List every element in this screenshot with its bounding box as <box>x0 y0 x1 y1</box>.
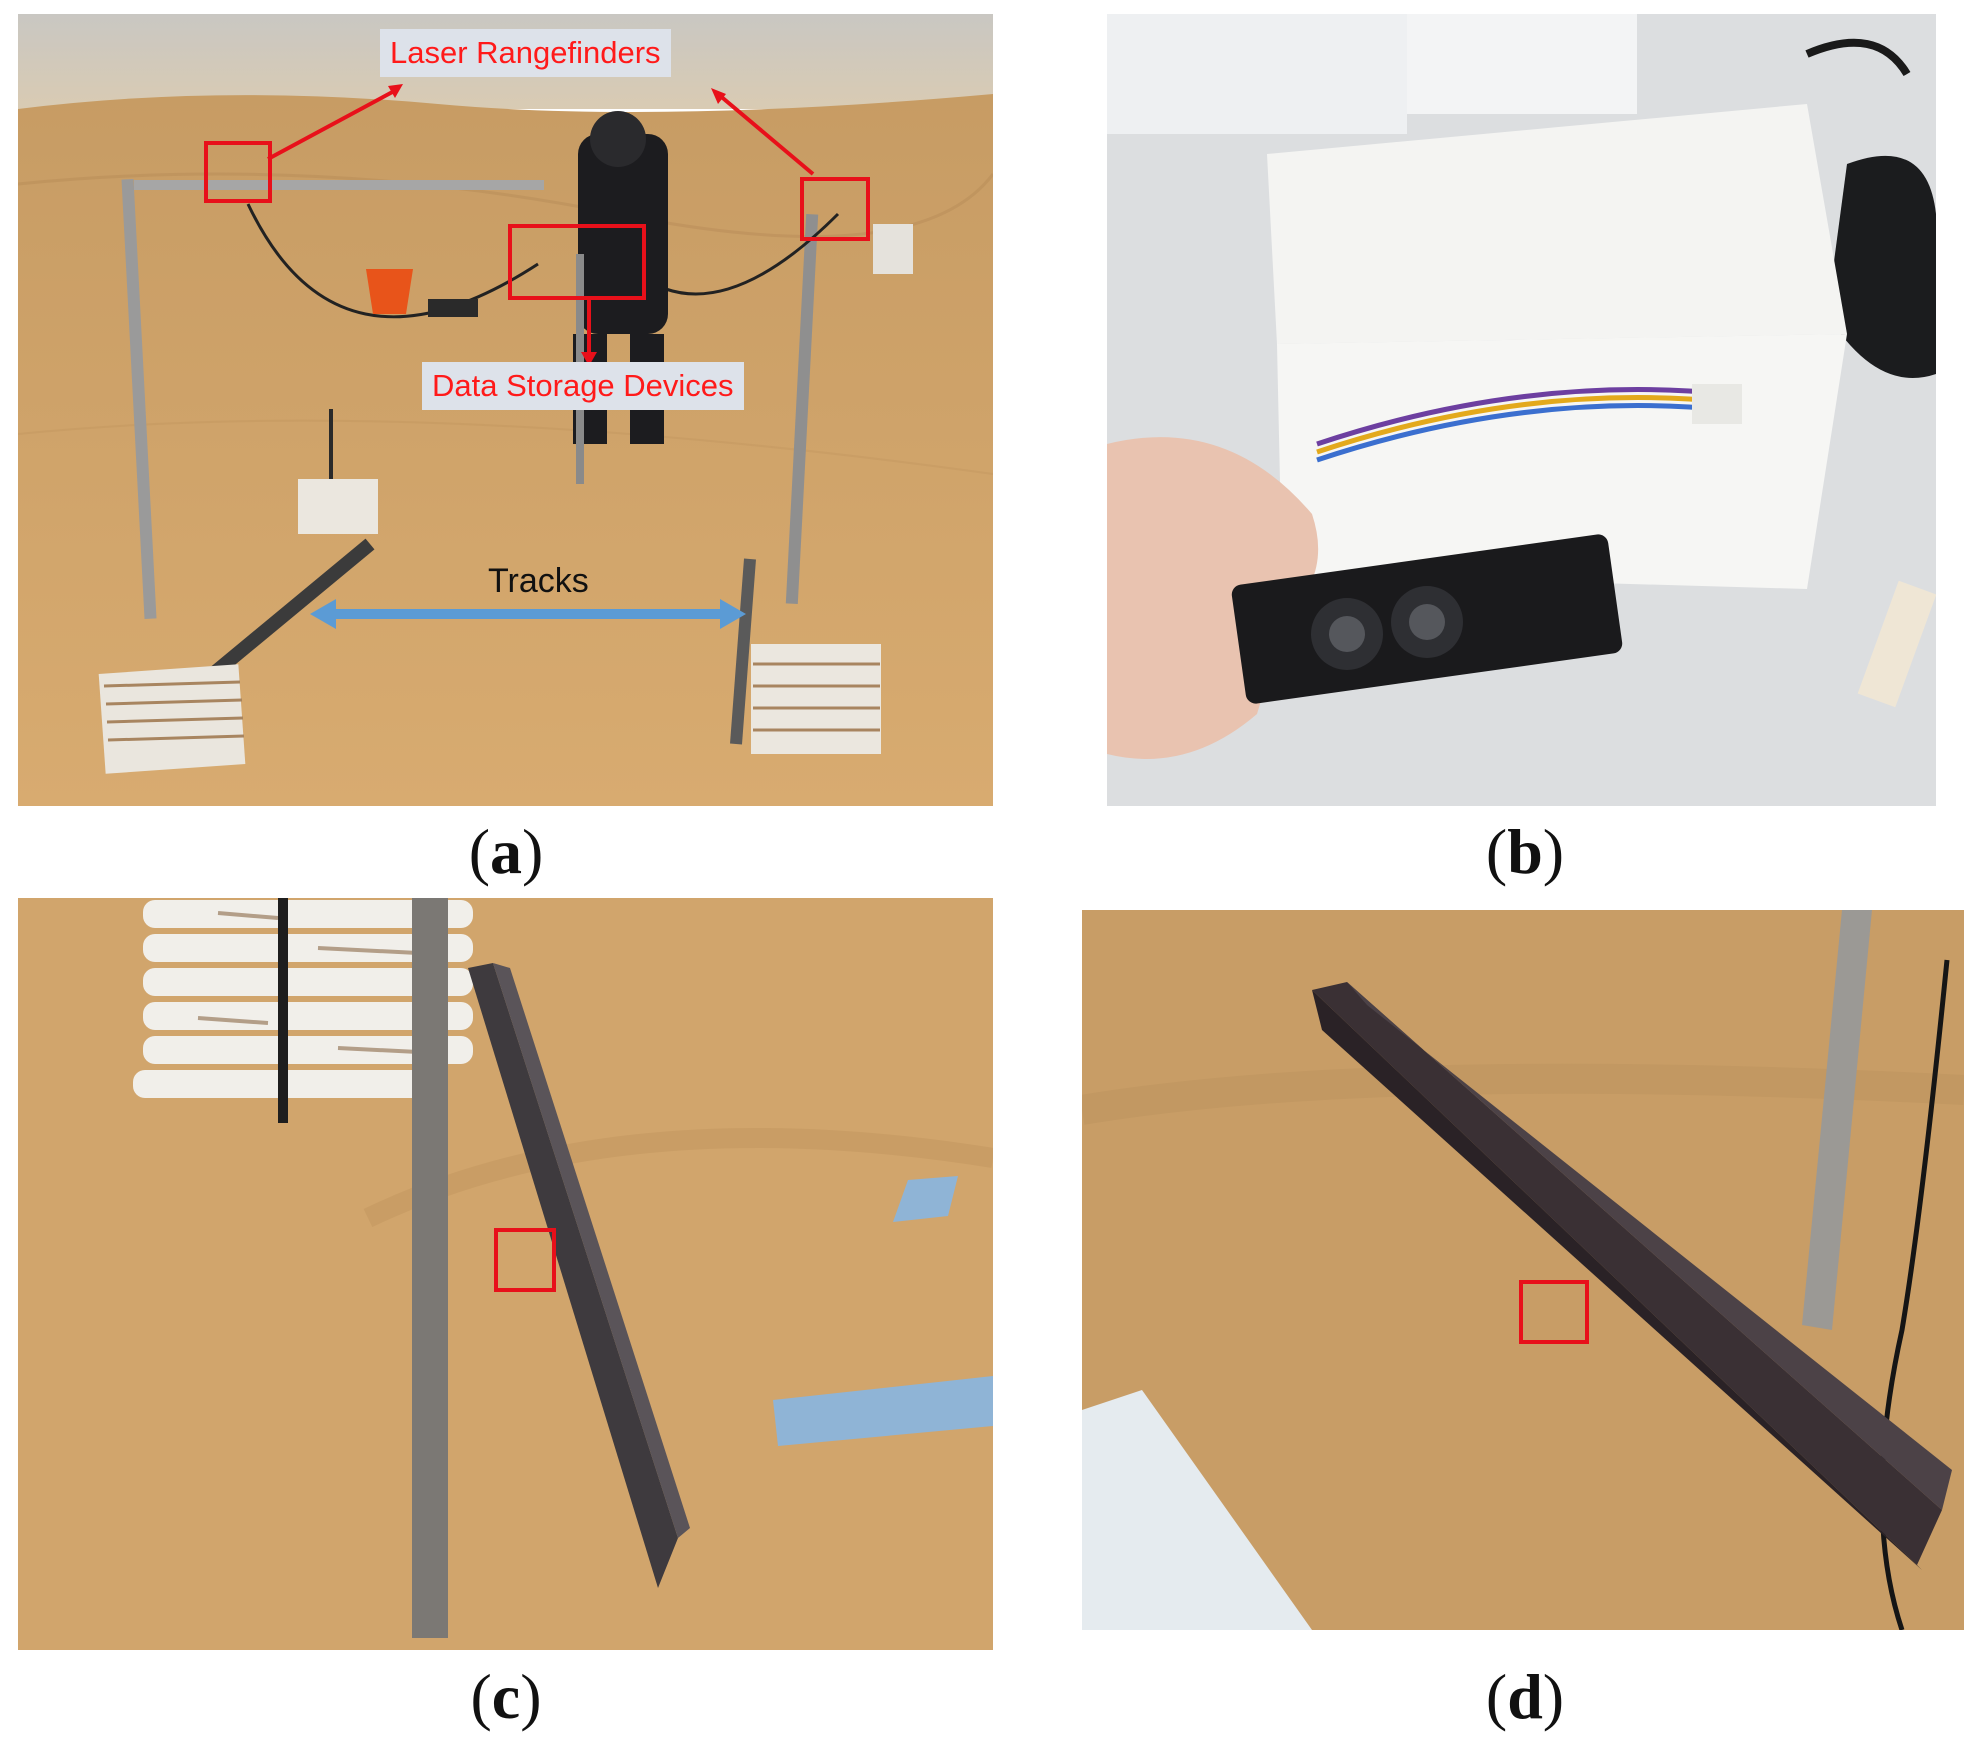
caption-d: (d) <box>1485 1661 1565 1732</box>
rangefinder-right-highlight <box>800 177 870 241</box>
caption-c: (c) <box>470 1661 542 1732</box>
rail-closeup-d-illustration <box>1082 910 1964 1630</box>
data-storage-highlight <box>508 224 646 300</box>
data-storage-devices-label: Data Storage Devices <box>422 362 744 410</box>
panel-c-photo <box>18 898 993 1650</box>
panel-d-photo <box>1082 910 1964 1630</box>
panel-a-photo: Laser Rangefinders Data Storage Devices … <box>18 14 993 806</box>
panel-b-photo <box>1107 14 1936 806</box>
tracks-label: Tracks <box>488 562 589 600</box>
desert-scene-illustration <box>18 14 993 806</box>
rail-closeup-c-illustration <box>18 898 993 1650</box>
caption-a: (a) <box>468 816 544 887</box>
laser-spot-highlight-d <box>1519 1280 1589 1344</box>
laser-spot-highlight-c <box>494 1228 556 1292</box>
caption-b: (b) <box>1485 816 1565 887</box>
laser-rangefinders-label: Laser Rangefinders <box>380 29 671 77</box>
rangefinder-left-highlight <box>204 141 272 203</box>
rangefinder-module-illustration <box>1107 14 1936 806</box>
